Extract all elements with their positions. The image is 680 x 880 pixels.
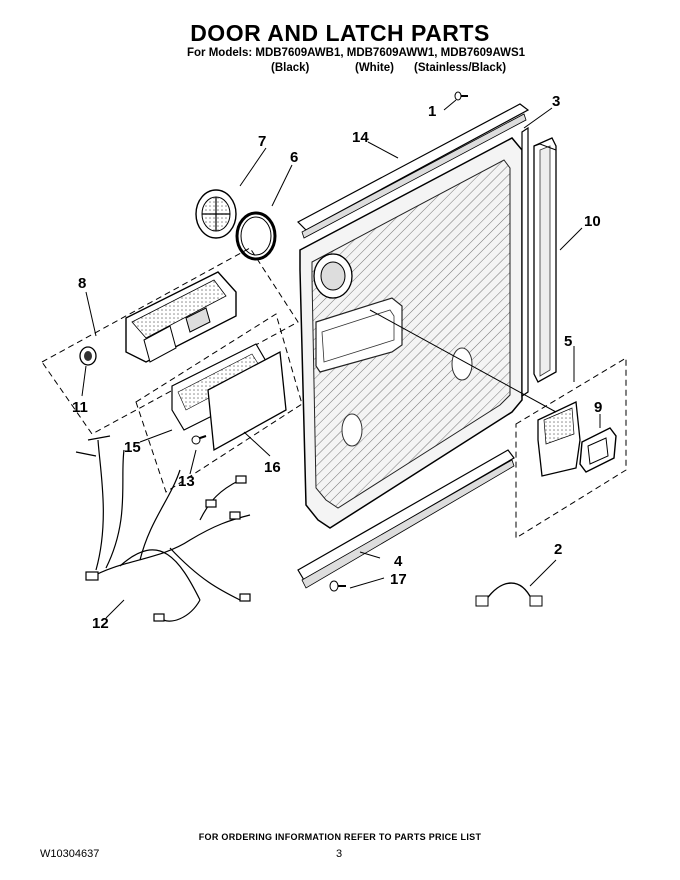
callout-14: 14 [352,129,369,146]
group-box-5 [515,357,627,539]
color-white: (White) [355,62,394,74]
part-9-strike-gasket [579,427,617,473]
part-2-cable [475,582,543,607]
model-list: For Models: MDB7609AWB1, MDB7609AWW1, MD… [187,47,526,59]
part-3-side-trim [521,126,529,398]
part-10-side-gasket [533,137,557,383]
part-13-screw [191,435,207,445]
part-8-latch-assembly [125,271,237,363]
color-stainless: (Stainless/Black) [414,62,507,74]
callout-labels: 1 3 14 7 6 10 8 5 9 11 15 13 16 4 17 2 1… [72,93,602,632]
callout-11: 11 [72,399,88,416]
group-box-8 [41,247,299,435]
page-number: 3 [336,848,343,860]
callout-10: 10 [584,213,601,230]
callout-15: 15 [124,439,141,456]
callout-13: 13 [178,473,195,490]
part-5-latch-strike [537,401,581,477]
callout-9: 9 [594,399,602,416]
callout-leaders [81,99,601,619]
callout-8: 8 [78,275,86,292]
part-1-screw [454,91,468,101]
part-4-bottom-trim [297,449,515,589]
group-box-15 [135,313,303,493]
alignment-line [369,309,557,413]
callout-12: 12 [92,615,109,632]
callout-5: 5 [564,333,572,350]
part-6-vent-gasket [235,211,277,261]
document-number: W10304637 [40,848,100,860]
callout-2: 2 [554,541,562,558]
ordering-note: FOR ORDERING INFORMATION REFER TO PARTS … [198,832,482,842]
page-title: DOOR AND LATCH PARTS [190,20,490,46]
part-12-wire-harness [75,435,251,622]
callout-16: 16 [264,459,281,476]
callout-17: 17 [390,571,407,588]
callout-4: 4 [394,553,403,570]
color-black: (Black) [271,62,310,74]
part-14-top-trim [297,103,530,239]
part-11-knob [79,346,97,366]
callout-3: 3 [552,93,560,110]
callout-1: 1 [428,103,436,120]
part-16-insulation [207,350,287,452]
callout-7: 7 [258,133,266,150]
part-17-screw [329,580,346,592]
part-7-vent-cover [195,189,237,239]
callout-6: 6 [290,149,298,166]
